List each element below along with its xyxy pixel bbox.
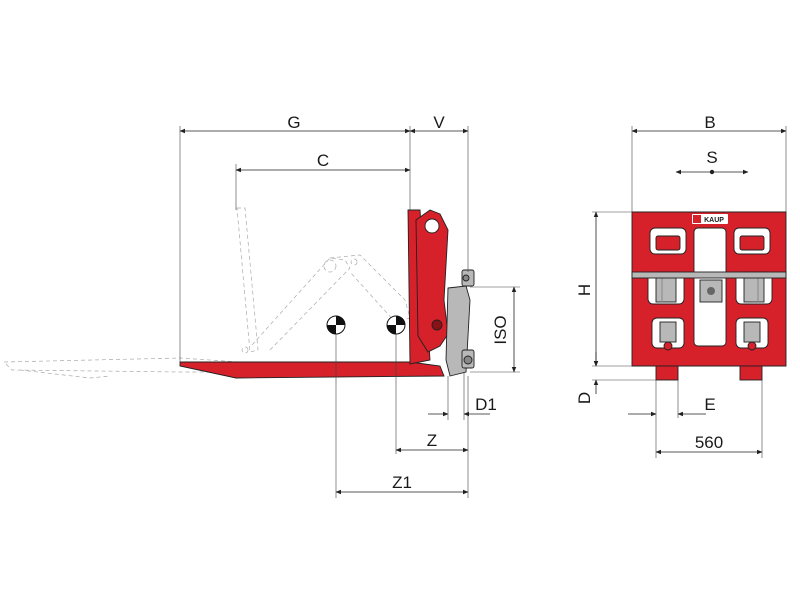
label-B: B — [704, 113, 715, 132]
upper-right-block — [739, 235, 765, 251]
lower-left-hook — [659, 321, 677, 343]
label-E: E — [704, 395, 715, 414]
side-view: G V C ISO D1 Z Z1 — [3, 113, 520, 498]
left-cylinder — [655, 275, 677, 303]
front-view: KAUP B S H D E 560 — [575, 113, 787, 458]
label-560: 560 — [695, 433, 723, 452]
label-G: G — [287, 113, 300, 132]
logo-text: KAUP — [704, 217, 724, 224]
upper-left-block — [655, 235, 681, 251]
attachment-plate — [445, 269, 475, 377]
ghost-tilted-forks — [3, 207, 411, 379]
pivot-circle — [424, 218, 440, 234]
label-Z: Z — [427, 431, 437, 450]
valve-block — [699, 279, 723, 303]
lower-pivot — [431, 319, 443, 331]
back-plate — [415, 209, 449, 353]
label-Z1: Z1 — [392, 473, 412, 492]
lower-right-hook — [743, 321, 761, 343]
fork-blade — [179, 361, 445, 379]
label-C: C — [317, 151, 329, 170]
right-fork-stub — [739, 365, 763, 381]
left-fork-stub — [655, 365, 679, 381]
cog-marker-1 — [326, 315, 346, 335]
label-D1: D1 — [475, 395, 497, 414]
cog-marker-2 — [386, 315, 406, 335]
kaup-logo: KAUP — [692, 214, 728, 224]
label-H: H — [575, 284, 594, 296]
label-S: S — [706, 148, 717, 167]
label-V: V — [433, 113, 445, 132]
right-cylinder — [743, 275, 765, 303]
label-ISO: ISO — [491, 315, 510, 344]
cross-rail — [631, 271, 787, 279]
fork-carriage — [179, 209, 449, 379]
label-D: D — [575, 392, 594, 404]
